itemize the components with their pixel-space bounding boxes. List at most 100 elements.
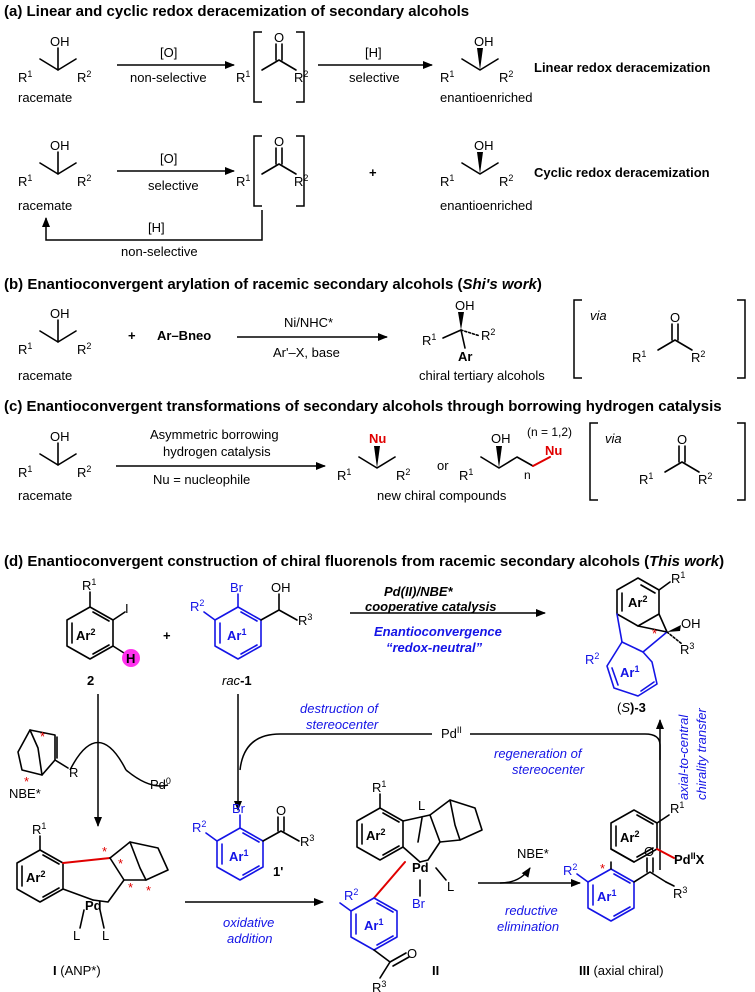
svg-text:Nu: Nu xyxy=(369,431,386,446)
svg-text:R2: R2 xyxy=(294,69,308,85)
svg-text:stereocenter: stereocenter xyxy=(306,717,379,732)
svg-text:cooperative catalysis: cooperative catalysis xyxy=(365,599,497,614)
svg-text:H: H xyxy=(126,651,135,666)
svg-text:Ni/NHC*: Ni/NHC* xyxy=(284,315,333,330)
svg-text:L: L xyxy=(102,928,109,943)
svg-text:Ar1: Ar1 xyxy=(227,627,246,643)
svg-text:R2: R2 xyxy=(77,464,91,480)
alcohol-racemate-cyclic: OH R1 R2 racemate xyxy=(18,138,91,213)
svg-text:regeneration of: regeneration of xyxy=(494,746,583,761)
svg-text:Pd(II)/NBE*: Pd(II)/NBE* xyxy=(384,584,454,599)
svg-text:new chiral compounds: new chiral compounds xyxy=(377,488,507,503)
svg-text:R1: R1 xyxy=(632,349,646,365)
svg-text:Ar'–X, base: Ar'–X, base xyxy=(273,345,340,360)
compound-2-aryl-iodide: R1 I Ar2 H 2 xyxy=(66,577,140,688)
section-d-title: (d) Enantioconvergent construction of ch… xyxy=(4,553,724,570)
svg-text:rac-1: rac-1 xyxy=(222,673,252,688)
svg-text:R2: R2 xyxy=(499,69,513,85)
svg-text:Br: Br xyxy=(412,896,426,911)
svg-text:R1: R1 xyxy=(18,69,32,85)
svg-text:racemate: racemate xyxy=(18,198,72,213)
svg-text:Ar2: Ar2 xyxy=(76,627,95,643)
svg-text:OH: OH xyxy=(50,138,70,153)
alcohol-enantio-linear: OH R1 R2 enantioenriched xyxy=(440,34,533,105)
svg-text:“redox-neutral”: “redox-neutral” xyxy=(386,640,483,655)
label-non-selective: non-selective xyxy=(130,70,207,85)
pdII-label: PdII xyxy=(441,725,462,741)
svg-text:Br: Br xyxy=(232,801,246,816)
svg-text:R1: R1 xyxy=(32,821,46,837)
section-c-title: (c) Enantioconvergent transformations of… xyxy=(4,398,722,415)
label-oxidation: [O] xyxy=(160,45,177,60)
svg-text:Ar2: Ar2 xyxy=(26,869,45,885)
svg-text:*: * xyxy=(146,883,151,898)
svg-text:R2: R2 xyxy=(192,819,206,835)
svg-text:+: + xyxy=(128,328,136,343)
svg-text:racemate: racemate xyxy=(18,368,72,383)
alcohol-racemate-c: OH R1 R2 racemate xyxy=(18,429,91,503)
svg-text:chirality transfer: chirality transfer xyxy=(694,708,709,800)
svg-text:R2: R2 xyxy=(344,887,358,903)
svg-text:*: * xyxy=(118,856,123,871)
nu-chain-product: OH R1 n Nu (n = 1,2) xyxy=(459,425,572,483)
svg-text:OH: OH xyxy=(474,138,494,153)
svg-text:destruction of: destruction of xyxy=(300,701,379,716)
svg-text:R3: R3 xyxy=(298,612,312,628)
svg-text:Br: Br xyxy=(230,580,244,595)
svg-text:O: O xyxy=(274,134,284,149)
svg-text:R2: R2 xyxy=(77,341,91,357)
svg-text:Asymmetric borrowing: Asymmetric borrowing xyxy=(150,427,279,442)
svg-text:[O]: [O] xyxy=(160,151,177,166)
svg-text:Pd: Pd xyxy=(85,898,102,913)
label-selective: selective xyxy=(349,70,400,85)
svg-text:Ar1: Ar1 xyxy=(229,848,248,864)
svg-text:elimination: elimination xyxy=(497,919,559,934)
svg-text:O: O xyxy=(276,803,286,818)
svg-text:R1: R1 xyxy=(372,779,386,795)
svg-text:OH: OH xyxy=(271,580,291,595)
svg-text:O: O xyxy=(670,310,680,325)
svg-text:R3: R3 xyxy=(300,833,314,849)
svg-text:1': 1' xyxy=(273,864,283,879)
reagent-ar-bneo: Ar–Bneo xyxy=(157,328,211,343)
svg-text:O: O xyxy=(407,946,417,961)
svg-text:enantioenriched: enantioenriched xyxy=(440,90,533,105)
arrow-destruction xyxy=(239,733,432,771)
svg-text:Nu: Nu xyxy=(545,443,562,458)
nu-product: Nu R1 R2 xyxy=(337,431,410,483)
product-S-3-fluorenol: R1 Ar2 * OH R3 R2 Ar1 (S)-3 xyxy=(585,570,701,715)
svg-text:OH: OH xyxy=(491,431,511,446)
svg-text:Ar1: Ar1 xyxy=(620,664,639,680)
svg-text:enantioenriched: enantioenriched xyxy=(440,198,533,213)
svg-text:R1: R1 xyxy=(82,577,96,593)
svg-text:R2: R2 xyxy=(499,173,513,189)
svg-text:oxidative: oxidative xyxy=(223,915,274,930)
alcohol-racemate-linear: OH R1 R2 racemate xyxy=(18,34,91,105)
ketone-intermediate-cyclic: O R1 R2 xyxy=(236,134,308,189)
svg-text:addition: addition xyxy=(227,931,273,946)
svg-text:*: * xyxy=(102,844,107,859)
svg-text:*: * xyxy=(600,861,605,876)
svg-text:Nu = nucleophile: Nu = nucleophile xyxy=(153,472,250,487)
ketone-intermediate-a: O R1 R2 xyxy=(236,30,308,85)
svg-text:R1: R1 xyxy=(639,471,653,487)
svg-text:R1: R1 xyxy=(236,173,250,189)
svg-text:NBE*: NBE* xyxy=(9,786,41,801)
svg-text:O: O xyxy=(274,30,284,45)
svg-text:*: * xyxy=(40,729,45,744)
svg-text:III (axial chiral): III (axial chiral) xyxy=(579,963,664,978)
svg-text:OH: OH xyxy=(50,429,70,444)
svg-text:Ar2: Ar2 xyxy=(620,829,639,845)
svg-text:R2: R2 xyxy=(294,173,308,189)
svg-text:Pd: Pd xyxy=(412,860,429,875)
svg-text:R: R xyxy=(69,765,78,780)
svg-text:R3: R3 xyxy=(673,885,687,901)
arc-nbe-in xyxy=(69,741,127,771)
arrow-nbe-release xyxy=(499,867,531,884)
svg-text:R1: R1 xyxy=(459,467,473,483)
svg-text:R2: R2 xyxy=(563,862,577,878)
tertiary-alcohol-product: OH R1 R2 Ar chiral tertiary alcohols xyxy=(419,298,545,383)
svg-text:via: via xyxy=(605,431,622,446)
label-reduction: [H] xyxy=(365,45,382,60)
